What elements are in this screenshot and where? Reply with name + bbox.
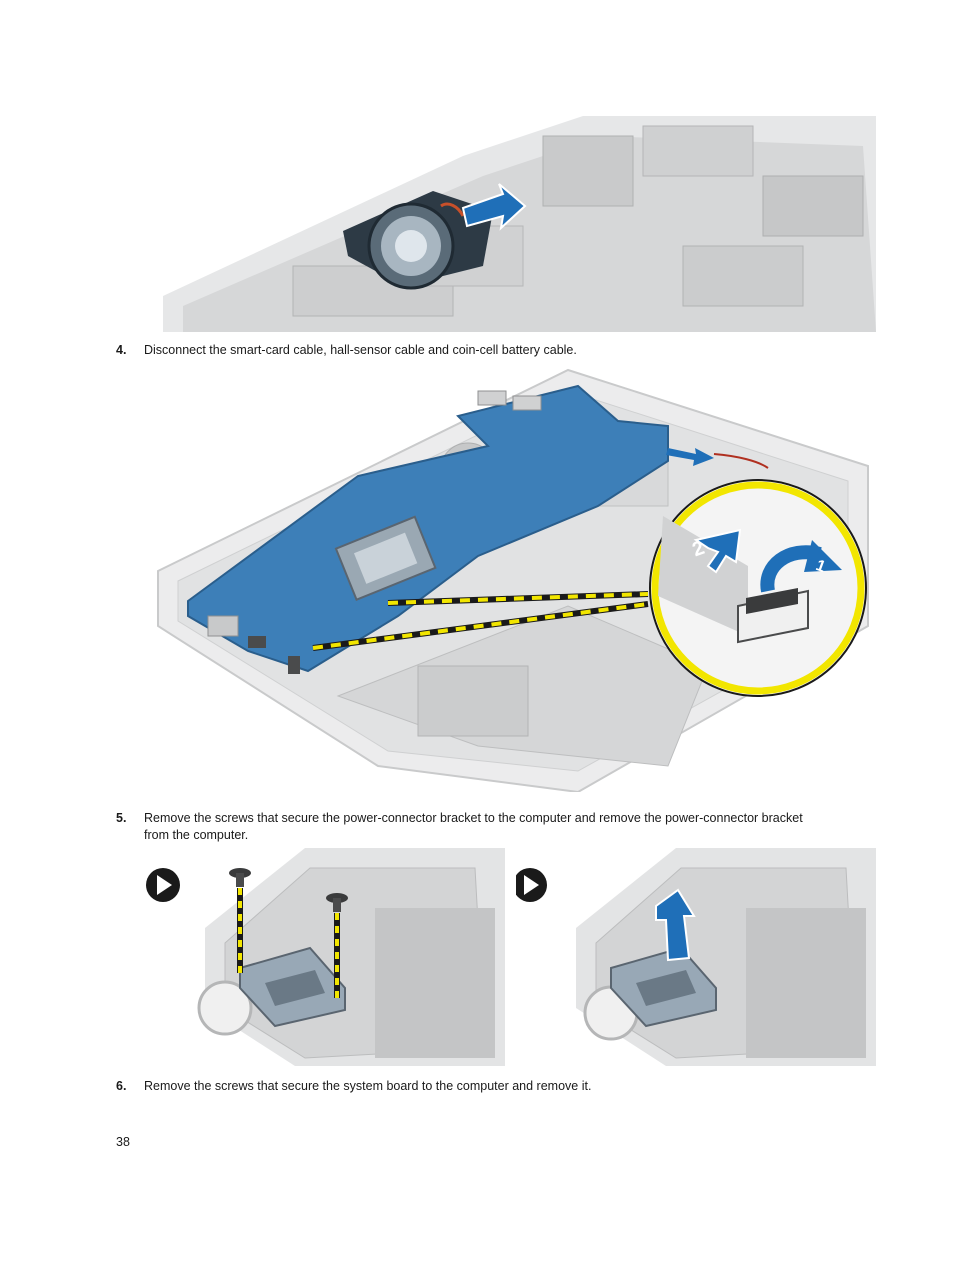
arrow-1-icon [760, 540, 842, 593]
power-connector-bracket [239, 946, 346, 1028]
cable-disconnect-arrow-icon [666, 448, 769, 469]
callout-circle [649, 479, 867, 697]
screw-leader-lines [237, 888, 340, 998]
page-number: 38 [116, 1135, 130, 1149]
screw-icon [326, 893, 348, 912]
step-number: 4. [116, 343, 127, 357]
figure-power-connector-screws [145, 848, 505, 1066]
fan-assembly [343, 191, 493, 290]
chassis [157, 368, 869, 792]
step-text: Disconnect the smart-card cable, hall-se… [144, 343, 577, 357]
step-text: Remove the screws that secure the system… [144, 1079, 592, 1093]
step-forward-icon [516, 868, 547, 902]
power-connector-bracket [610, 946, 717, 1028]
screw-icon [229, 868, 251, 887]
dashed-leader-lines [312, 591, 649, 651]
lift-arrow-icon [655, 888, 696, 962]
step-text: Remove the screws that secure the power-… [144, 811, 803, 842]
system-board [187, 384, 669, 674]
step-number: 5. [116, 811, 127, 825]
arrow-icon [461, 183, 527, 231]
arrow-2-icon [693, 528, 742, 574]
step-forward-icon [146, 868, 180, 902]
figure-power-connector-remove [516, 848, 876, 1066]
figure-system-board-cables [148, 366, 870, 792]
step-number: 6. [116, 1079, 127, 1093]
figure-fan-cable [163, 116, 876, 332]
